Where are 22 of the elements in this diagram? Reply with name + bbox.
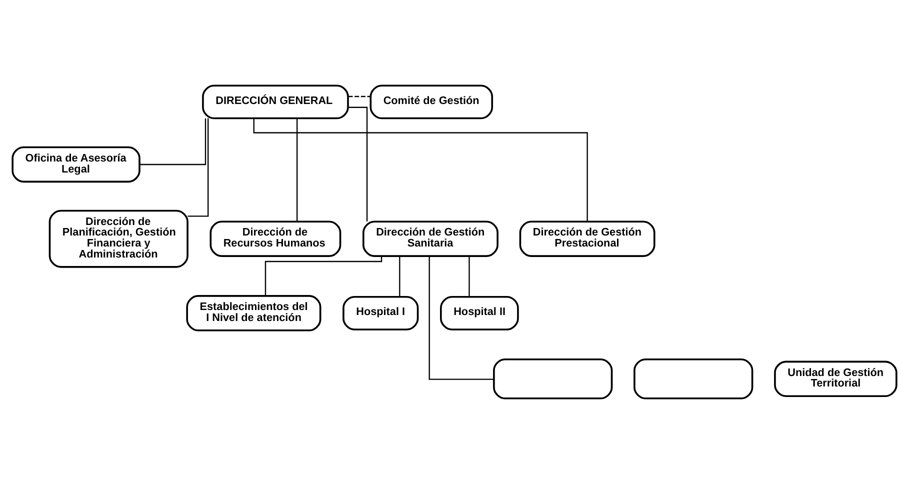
connector [348,96,370,98]
connector [348,106,368,222]
connector [140,118,206,166]
node-box: Dirección de Gestión Sanitaria [362,220,498,257]
connector [428,256,494,380]
node-box: Hospital I [342,296,419,330]
node-box: Dirección de Recursos Humanos [210,220,342,257]
connector [188,118,209,217]
node-box: Dirección de Planificación, Gestión Financiera y Administración [48,210,188,268]
node-box: Unidad de Gestión Territorial [774,360,898,398]
node-box: DIRECCIÓN GENERAL [202,84,349,120]
node-box: Establecimientos del I Nivel de atención [186,295,322,332]
node-box [493,358,613,400]
node-box: Dirección de Gestión Prestacional [519,220,656,257]
node-box [634,358,754,400]
connector [399,256,400,297]
connector [296,118,298,222]
connector [468,256,470,297]
node-box: Hospital II [440,296,519,330]
node-box: Comité de Gestión [370,84,494,120]
node-box: Oficina de Asesoría Legal [12,146,140,183]
connector [264,256,382,296]
